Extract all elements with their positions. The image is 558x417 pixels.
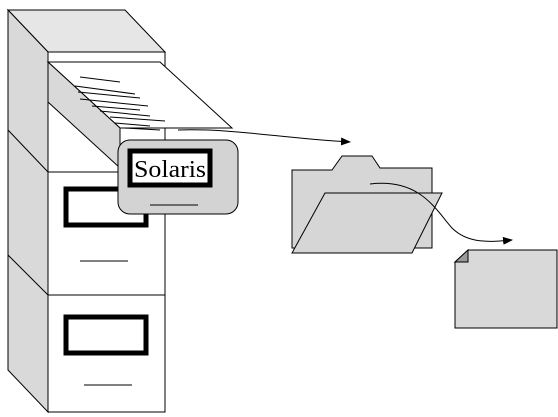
solaris-label-holder — [127, 148, 213, 188]
open-drawer: Solaris — [46, 60, 239, 215]
folder-front — [291, 192, 443, 254]
cabinet-side — [7, 8, 49, 414]
drawer-file-lines — [74, 76, 166, 131]
arrow-folder-to-file — [369, 182, 513, 245]
file-corner-fold — [453, 248, 469, 263]
folder-icon — [291, 155, 443, 254]
file-body — [454, 249, 558, 329]
solaris-label: Solaris — [134, 157, 206, 183]
arrow-drawer-to-folder — [177, 129, 351, 146]
filing-cabinet-icon: Solaris — [6, 8, 239, 414]
document-file-icon — [453, 248, 558, 329]
cabinet-side-divider — [7, 254, 49, 296]
cabinet-side-divider — [7, 129, 49, 173]
drawer-label-holder — [63, 314, 149, 356]
